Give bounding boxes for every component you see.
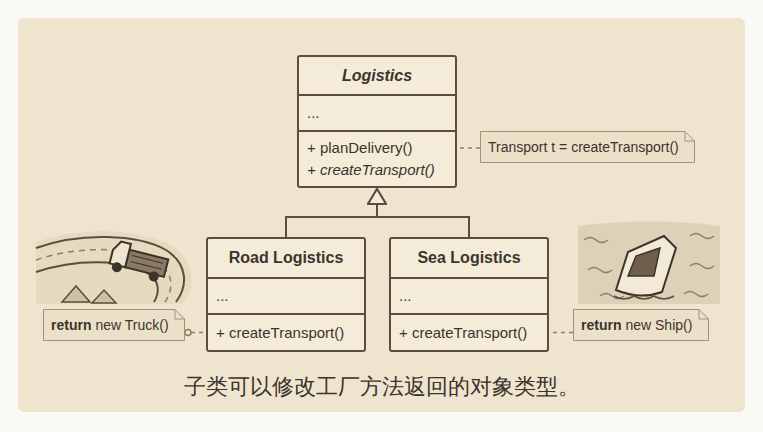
truck-bed-line	[132, 256, 163, 264]
note-fold	[699, 310, 709, 320]
tent-symbol	[92, 290, 116, 303]
class-box: Logistics... + planDelivery()+ createTran…	[297, 55, 457, 188]
field-text: ...	[307, 102, 447, 124]
note-shape	[44, 310, 185, 341]
note-text: Transport t = createTransport()	[488, 138, 679, 156]
sea-area	[578, 222, 720, 305]
truck-symbol	[108, 240, 170, 284]
note-text: new Ship()	[625, 316, 692, 334]
note-text: new Truck()	[95, 316, 168, 334]
class-fields: ...	[208, 277, 364, 313]
sea-illustration	[578, 222, 720, 305]
field-text: ...	[216, 285, 356, 307]
note-box: returnnew Truck()	[43, 309, 185, 341]
note-text: return	[581, 316, 621, 334]
ship-wake	[614, 296, 674, 299]
class-box: Road Logistics... + createTransport()	[206, 237, 366, 352]
note-text: return	[51, 316, 91, 334]
note-fold	[175, 310, 185, 320]
method-text: + createTransport()	[399, 322, 539, 344]
truck-bed-line	[131, 261, 162, 269]
road-illustration	[36, 231, 191, 304]
ship-symbol	[614, 236, 676, 299]
inheritance-arrowhead	[368, 189, 386, 204]
method-text: + createTransport()	[307, 159, 447, 181]
method-text: + createTransport()	[216, 322, 356, 344]
leader-line	[191, 332, 206, 334]
inheritance-line	[286, 204, 377, 237]
caption: 子类可以修改工厂方法返回的对象类型。	[0, 373, 763, 401]
class-methods: + createTransport()	[391, 313, 547, 350]
class-name: Logistics	[307, 66, 447, 86]
class-header: Road Logistics	[208, 239, 364, 277]
tent-symbol	[62, 286, 90, 302]
inheritance-line	[377, 204, 469, 237]
class-name: Road Logistics	[216, 248, 356, 268]
note-shape	[481, 132, 695, 163]
field-text: ...	[399, 285, 539, 307]
note-fold	[685, 132, 695, 142]
class-header: Sea Logistics	[391, 239, 547, 277]
class-methods: + createTransport()	[208, 313, 364, 350]
class-fields: ...	[299, 94, 455, 130]
wave-lines	[584, 234, 714, 299]
ship-cargo	[628, 248, 660, 276]
truck-wheel	[111, 261, 123, 273]
inheritance-arrowhead	[368, 189, 386, 204]
class-box: Sea Logistics... + createTransport()	[389, 237, 549, 352]
note-box: returnnew Ship()	[573, 309, 709, 341]
note-shape	[574, 310, 709, 341]
road-edge	[36, 237, 184, 302]
class-name: Sea Logistics	[399, 248, 539, 268]
class-methods: + planDelivery()+ createTransport()	[299, 130, 455, 186]
method-text: + planDelivery()	[307, 137, 447, 159]
truck-wheel	[148, 270, 160, 282]
class-header: Logistics	[299, 57, 455, 94]
class-fields: ...	[391, 277, 547, 313]
connector	[368, 189, 469, 237]
road-centre-line	[36, 250, 171, 302]
connector	[185, 330, 206, 336]
truck-cab	[110, 240, 131, 267]
leader-dot	[185, 330, 191, 336]
connector	[286, 189, 386, 237]
truck-bed	[125, 250, 168, 277]
ship-hull	[616, 236, 676, 296]
road-ground	[36, 231, 191, 304]
note-box: Transport t = createTransport()	[480, 131, 695, 163]
